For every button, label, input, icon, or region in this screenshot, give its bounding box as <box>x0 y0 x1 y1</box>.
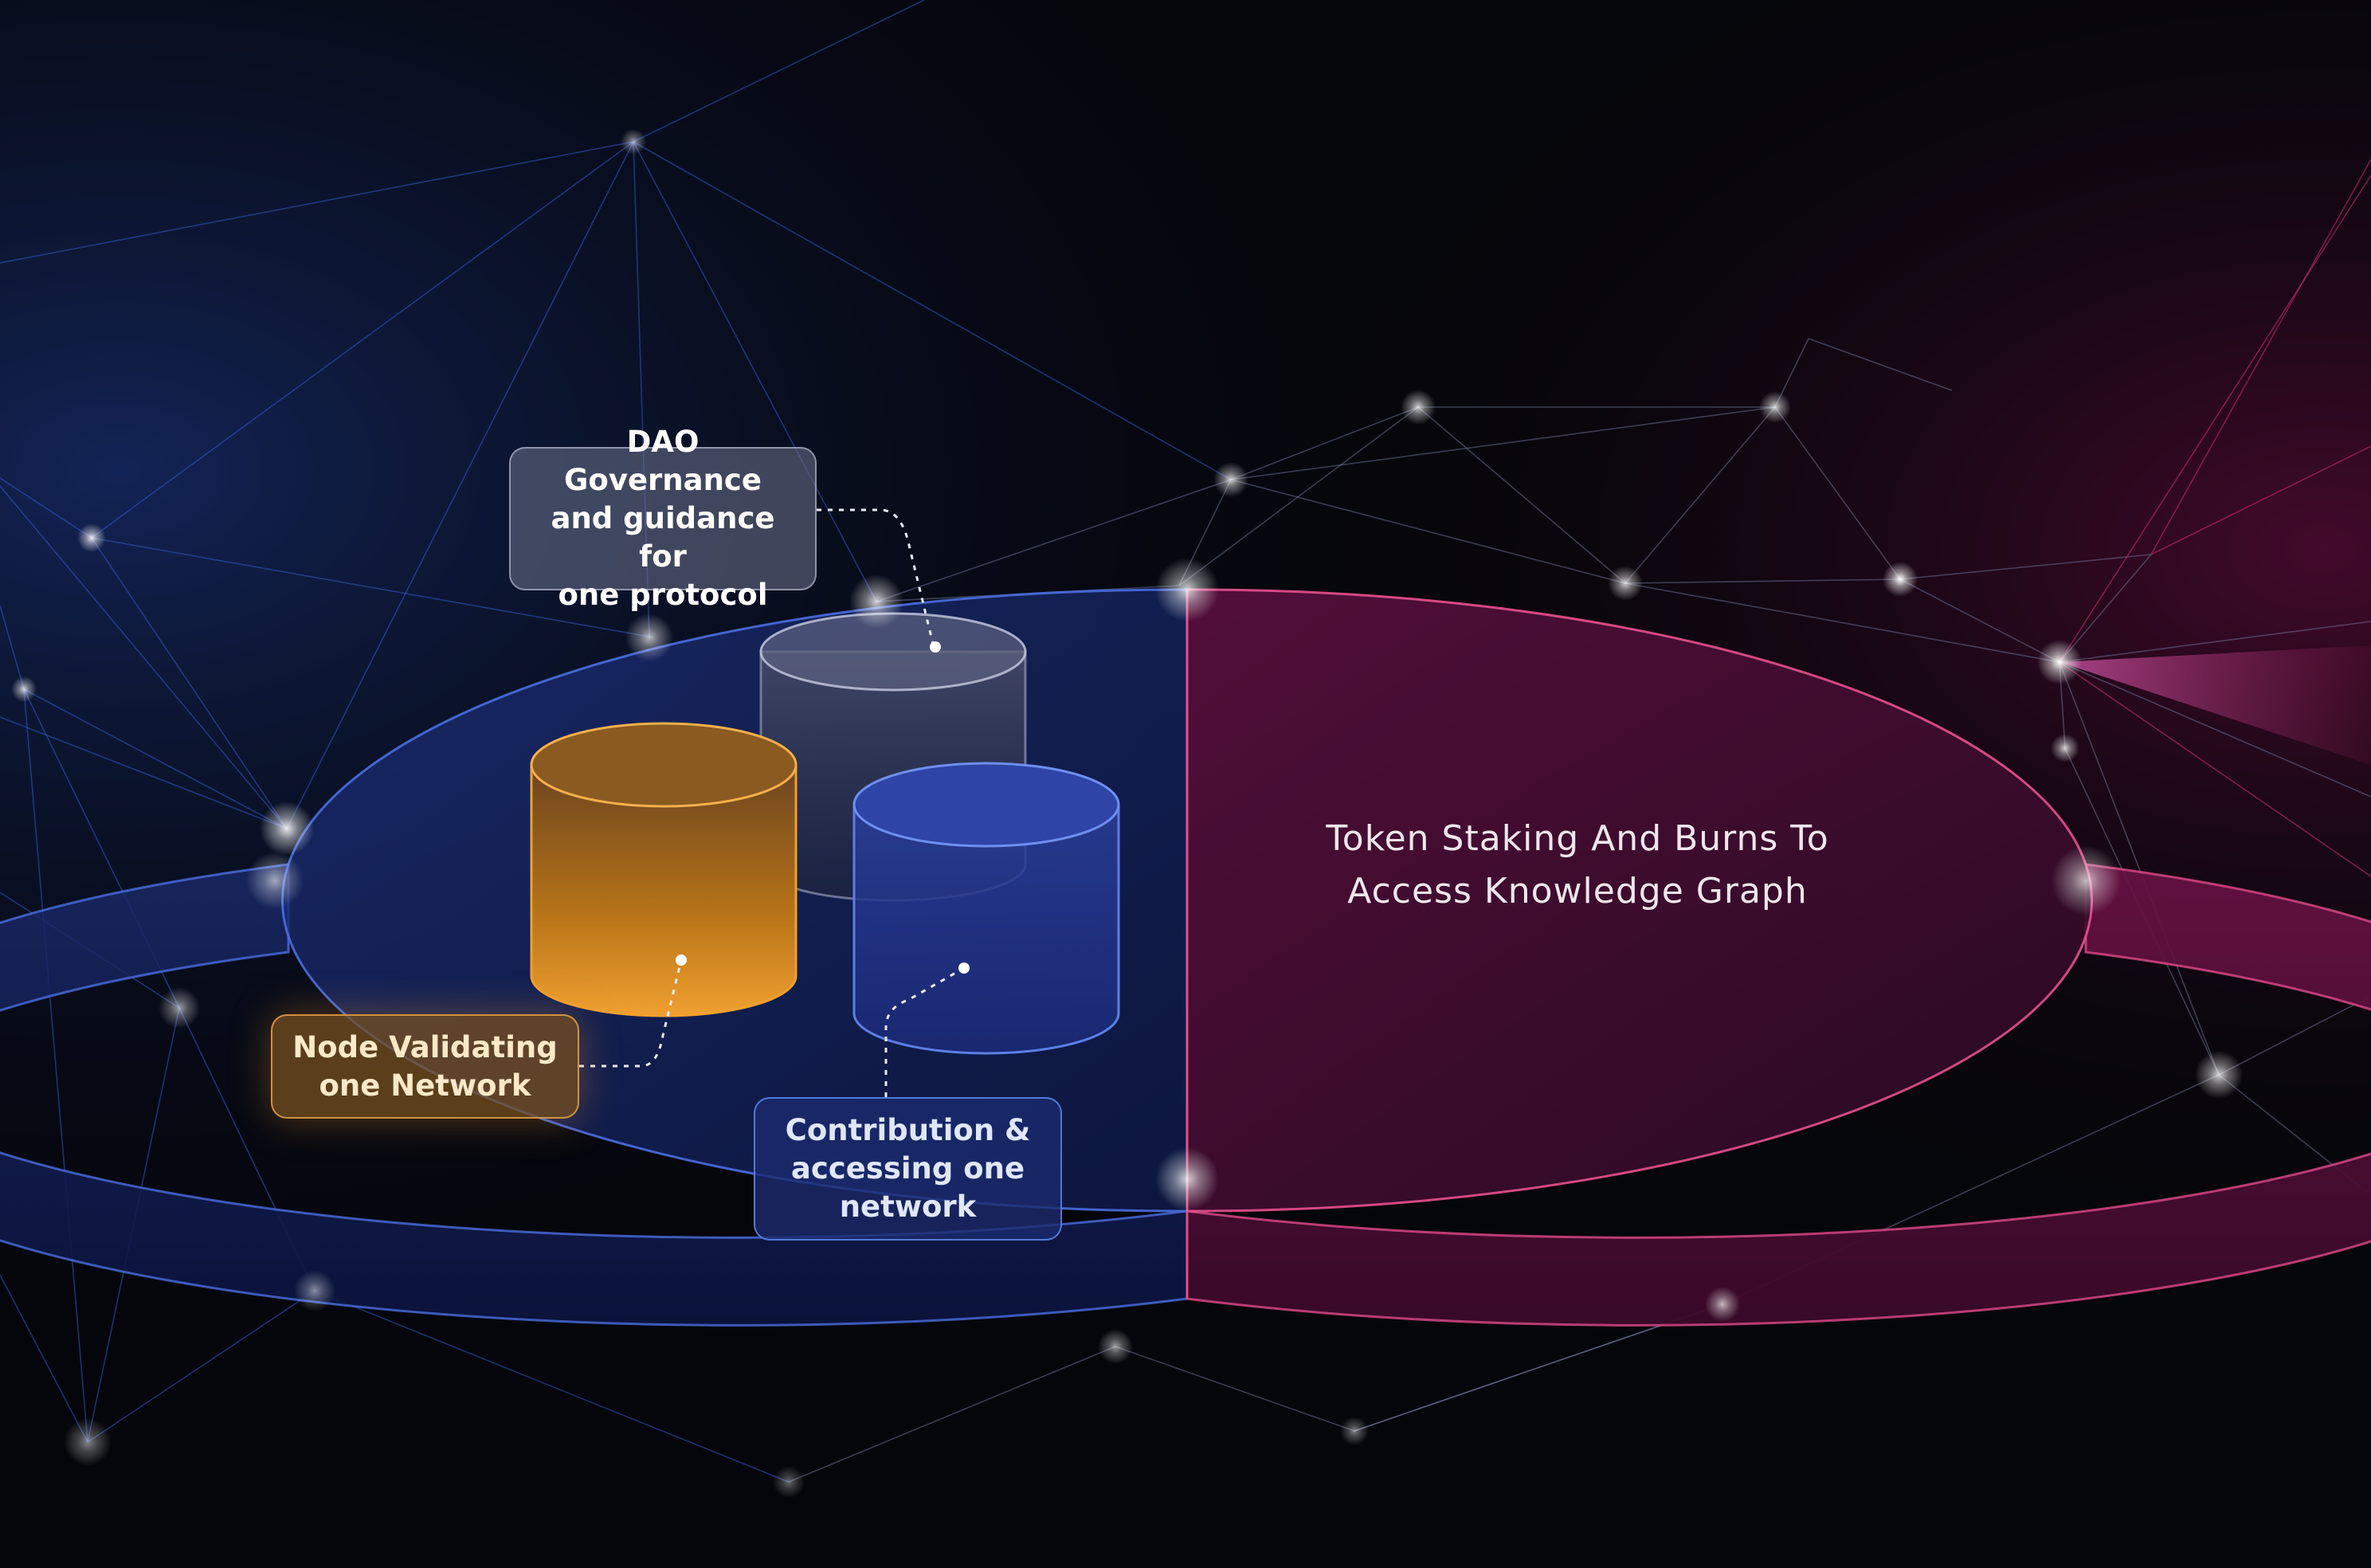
pink-half-side <box>1186 863 2371 1327</box>
network-nodes <box>11 129 2243 1498</box>
token-staking-label-line1: Token Staking And Burns To <box>1326 818 1829 859</box>
token-staking-label-line2: Access Knowledge Graph <box>1347 871 1808 911</box>
contribution-callout: Contribution & accessing one network <box>754 1097 1062 1241</box>
contribution-cylinder <box>852 762 1120 1055</box>
node-callout: Node Validating one Network <box>271 1014 579 1119</box>
node-label: Node Validating one Network <box>292 1029 558 1103</box>
token-staking-label: Token Staking And Burns To Access Knowle… <box>1267 813 1888 918</box>
contribution-label: Contribution & accessing one network <box>785 1113 1031 1224</box>
network-mesh <box>0 0 2371 1483</box>
connectors <box>579 508 965 1097</box>
connector-dots <box>676 641 970 974</box>
governance-label: DAO Governance and guidance for one prot… <box>551 425 775 612</box>
governance-callout: DAO Governance and guidance for one prot… <box>509 425 817 612</box>
node-cylinder <box>530 722 798 1017</box>
pink-light-beam <box>2059 645 2371 765</box>
